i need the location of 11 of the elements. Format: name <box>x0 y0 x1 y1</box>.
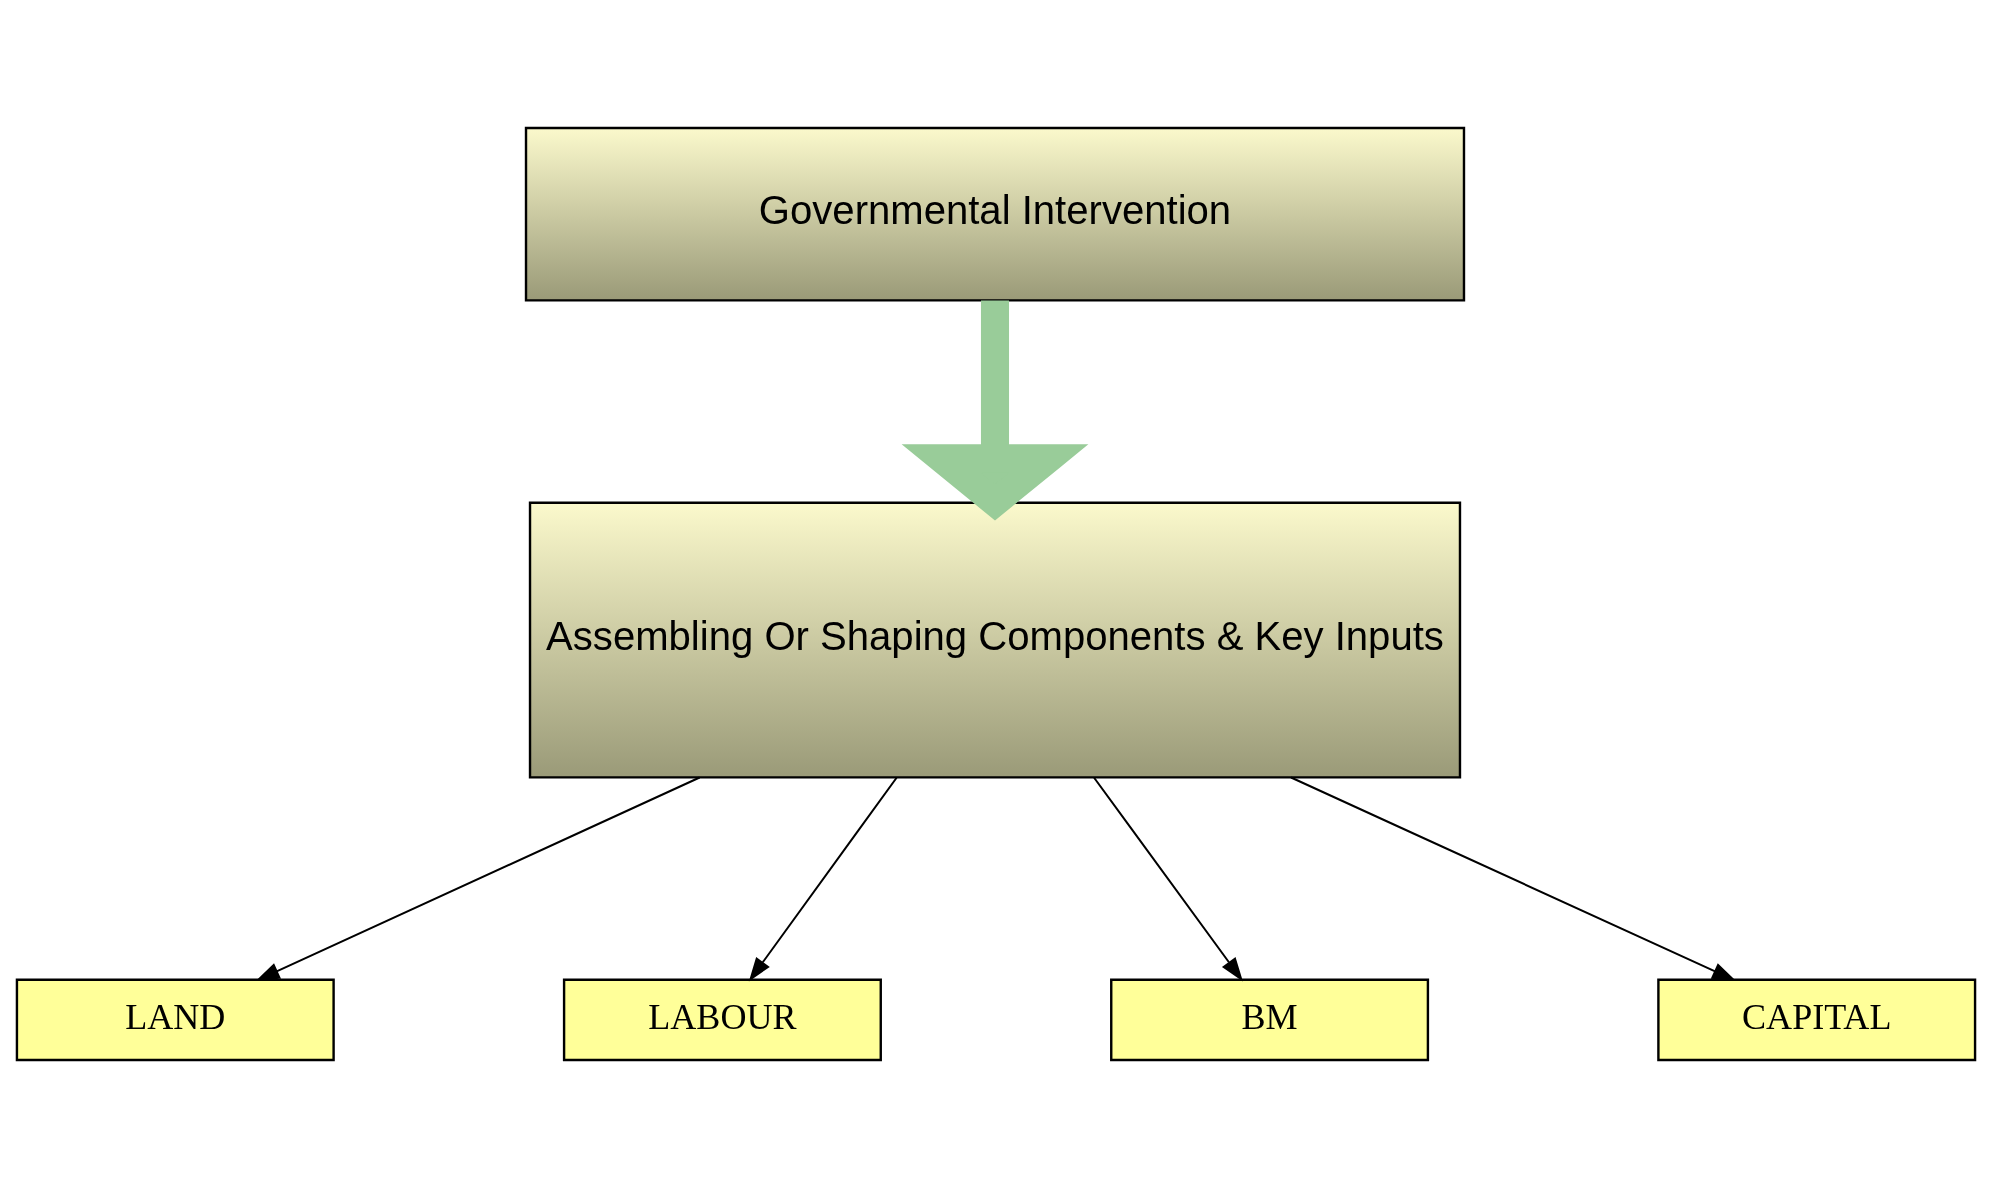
node-box: LABOUR <box>562 978 882 1061</box>
arrow <box>1093 776 1243 981</box>
arrow <box>1290 776 1737 981</box>
node-box: CAPITAL <box>1657 978 1977 1061</box>
node-box: LAND <box>15 978 335 1061</box>
node-box: Assembling Or Shaping Components & Key Inputs <box>528 501 1462 779</box>
arrow <box>901 300 1089 520</box>
node-box: Governmental Intervention <box>524 126 1466 302</box>
node-box: BM <box>1110 978 1430 1061</box>
arrow <box>255 776 701 981</box>
arrow <box>748 776 898 981</box>
